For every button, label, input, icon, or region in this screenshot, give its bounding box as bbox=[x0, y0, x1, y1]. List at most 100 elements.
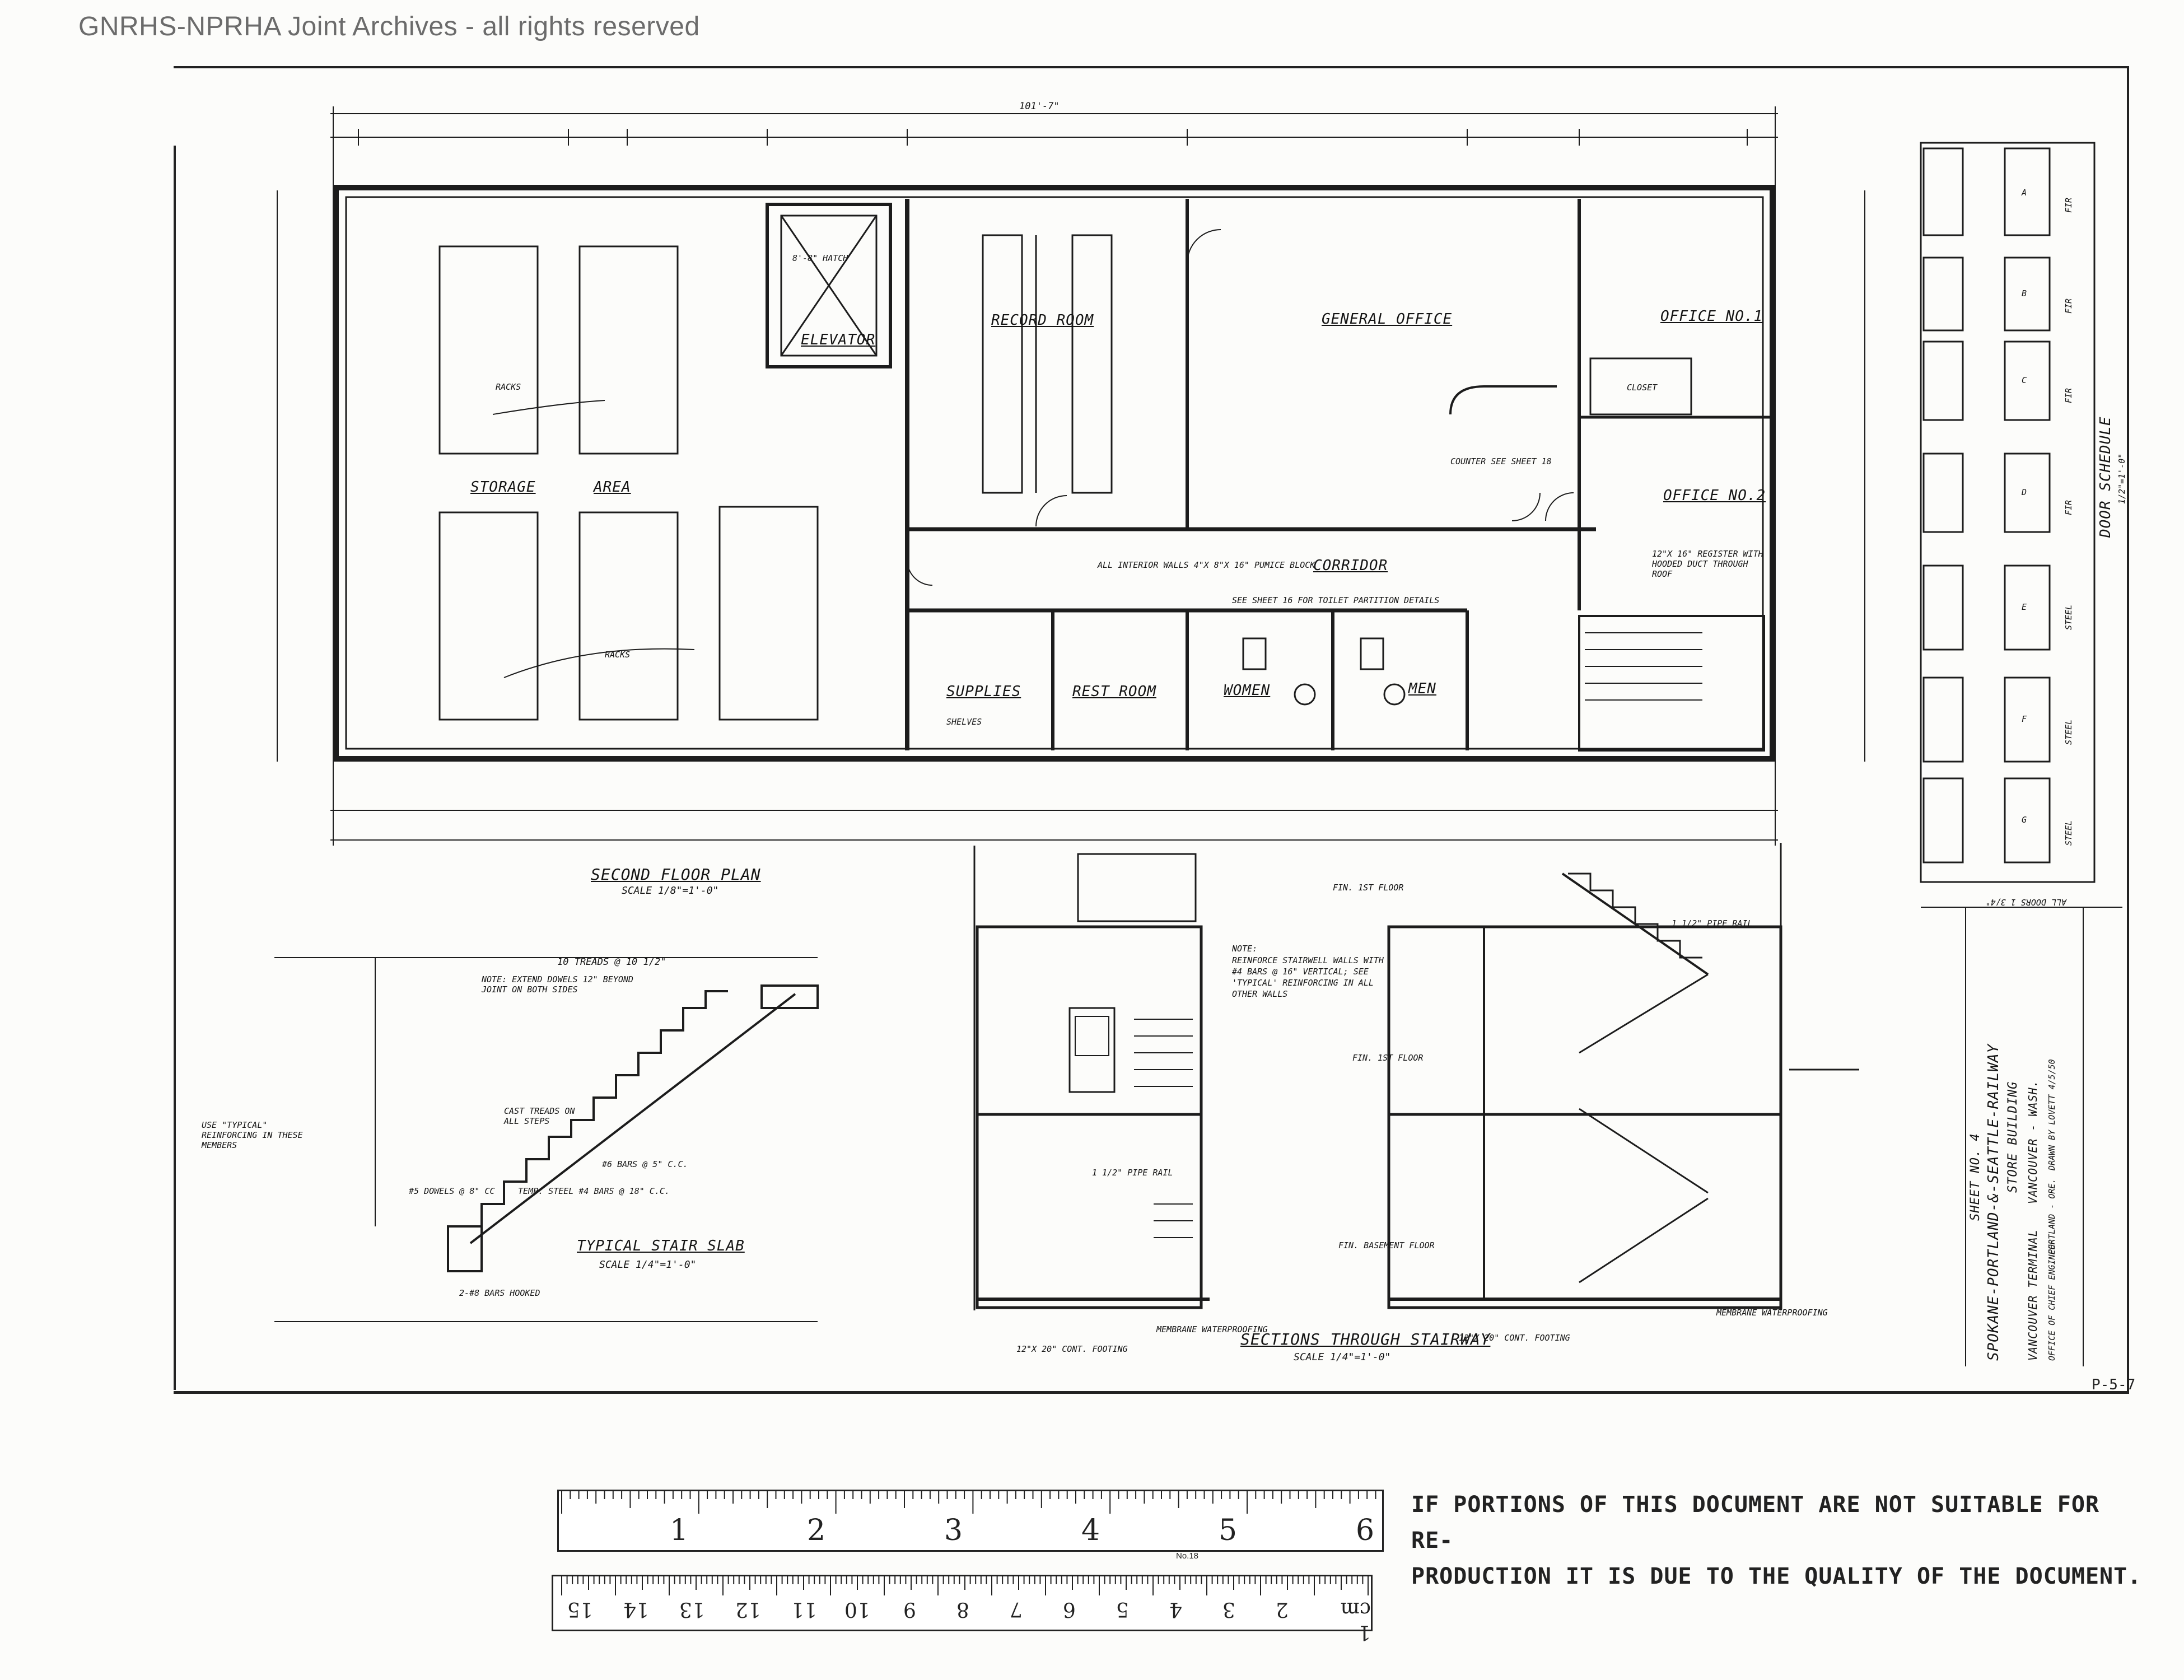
pipe-rail-right: 1 1/2" PIPE RAIL bbox=[1672, 918, 1753, 928]
racks-label-2: RACKS bbox=[605, 650, 631, 660]
stair-slab-scale: SCALE 1/4"=1'-0" bbox=[599, 1259, 697, 1271]
cm-5: 5 bbox=[1116, 1598, 1129, 1621]
sections-scale: SCALE 1/4"=1'-0" bbox=[1294, 1351, 1391, 1363]
fin-basement-floor: FIN. BASEMENT FLOOR bbox=[1338, 1240, 1435, 1250]
door-letter-e: E bbox=[2022, 602, 2027, 612]
elevator-label: ELEVATOR bbox=[801, 332, 876, 348]
building-name: STORE BUILDING bbox=[2006, 1081, 2020, 1193]
general-office-label: GENERAL OFFICE bbox=[1322, 311, 1453, 328]
men-label: MEN bbox=[1408, 680, 1436, 697]
engineer-office: OFFICE OF CHIEF ENGINEER bbox=[2047, 1239, 2057, 1361]
ruler-brand: No.18 bbox=[1176, 1551, 1199, 1561]
dowels-note: #5 DOWELS @ 8" CC bbox=[409, 1186, 495, 1196]
cm-ruler-ticks bbox=[561, 1576, 1369, 1595]
shelves-label: SHELVES bbox=[946, 717, 982, 727]
membrane-left: MEMBRANE WATERPROOFING bbox=[1156, 1324, 1268, 1334]
cm-4: 4 bbox=[1169, 1598, 1182, 1621]
office-1-label: OFFICE NO.1 bbox=[1660, 308, 1763, 325]
archive-watermark: GNRHS-NPRHA Joint Archives - all rights … bbox=[78, 12, 700, 41]
bars-note-1: #6 BARS @ 5" C.C. bbox=[602, 1159, 688, 1169]
stair-slab-note: NOTE: EXTEND DOWELS 12" BEYOND JOINT ON … bbox=[482, 974, 633, 995]
fin-first-floor: FIN. 1ST FLOOR bbox=[1352, 1053, 1424, 1063]
register-note: 12"X 16" REGISTER WITH HOODED DUCT THROU… bbox=[1652, 549, 1763, 579]
bars-note-2: TEMP. STEEL #4 BARS @ 18" C.C. bbox=[518, 1186, 670, 1196]
cm-12: 12 bbox=[735, 1598, 761, 1621]
engineer-city: PORTLAND - ORE. bbox=[2047, 1178, 2057, 1254]
cm-6: 6 bbox=[1063, 1598, 1076, 1621]
footing-left: 12"X 20" CONT. FOOTING bbox=[1016, 1344, 1128, 1354]
reinforcing-note: USE "TYPICAL" REINFORCING IN THESE MEMBE… bbox=[202, 1120, 303, 1150]
inch-3: 3 bbox=[944, 1514, 963, 1547]
door-material-e: STEEL bbox=[2064, 604, 2074, 630]
section-note-head: NOTE: bbox=[1232, 944, 1258, 954]
door-letter-f: F bbox=[2022, 714, 2027, 724]
door-material-f: STEEL bbox=[2064, 719, 2074, 745]
hatch-label: 8'-8" HATCH bbox=[792, 253, 848, 263]
cast-treads-note: CAST TREADS ON ALL STEPS bbox=[504, 1106, 575, 1126]
door-letter-d: D bbox=[2022, 487, 2027, 497]
women-label: WOMEN bbox=[1224, 682, 1271, 699]
section-note-body: REINFORCE STAIRWELL WALLS WITH #4 BARS @… bbox=[1232, 955, 1384, 999]
counter-label: COUNTER SEE SHEET 18 bbox=[1450, 456, 1552, 466]
cm-11: 11 bbox=[791, 1598, 817, 1621]
toilet-partition-note: SEE SHEET 16 FOR TOILET PARTITION DETAIL… bbox=[1232, 595, 1440, 605]
door-material-a: FIR bbox=[2064, 197, 2074, 213]
terminal-location: VANCOUVER - WASH. bbox=[2026, 1080, 2040, 1204]
overall-dimension: 101'-7" bbox=[1019, 101, 1060, 112]
door-schedule-note: ALL DOORS 1 3/4" bbox=[1985, 897, 2067, 907]
drawing-sheet-border bbox=[174, 66, 2129, 1394]
door-schedule-title: DOOR SCHEDULE bbox=[2097, 416, 2114, 538]
membrane-right: MEMBRANE WATERPROOFING bbox=[1716, 1308, 1828, 1318]
sheet-number: P-5-7 bbox=[2092, 1376, 2136, 1393]
supplies-label: SUPPLIES bbox=[946, 683, 1021, 700]
notice-line-1: IF PORTIONS OF THIS DOCUMENT ARE NOT SUI… bbox=[1411, 1492, 2100, 1553]
cm-9: 9 bbox=[903, 1598, 916, 1621]
cm-3: 3 bbox=[1222, 1598, 1235, 1621]
door-material-b: FIR bbox=[2064, 298, 2074, 314]
door-letter-b: B bbox=[2022, 288, 2027, 298]
notice-line-2: PRODUCTION IT IS DUE TO THE QUALITY OF T… bbox=[1411, 1564, 2142, 1589]
plan-scale: SCALE 1/8"=1'-0" bbox=[622, 885, 719, 897]
plan-title: SECOND FLOOR PLAN bbox=[591, 865, 761, 884]
cm-14: 14 bbox=[623, 1598, 649, 1621]
cm-10: 10 bbox=[844, 1598, 870, 1621]
closet-label: CLOSET bbox=[1627, 382, 1658, 393]
sheet-label: SHEET NO. 4 bbox=[1968, 1133, 1982, 1221]
corridor-label: CORRIDOR bbox=[1313, 557, 1388, 574]
door-letter-a: A bbox=[2022, 188, 2027, 198]
inch-2: 2 bbox=[807, 1514, 826, 1547]
drawn-by: DRAWN BY LOVETT 4/5/50 bbox=[2047, 1059, 2057, 1170]
inch-1: 1 bbox=[670, 1514, 689, 1547]
storage-label: STORAGE bbox=[470, 479, 536, 496]
terminal-name: VANCOUVER TERMINAL bbox=[2026, 1229, 2040, 1361]
fin-first-floor-top: FIN. 1ST FLOOR bbox=[1333, 883, 1404, 893]
inch-6: 6 bbox=[1356, 1514, 1375, 1547]
door-material-g: STEEL bbox=[2064, 820, 2074, 846]
cm-2: 2 bbox=[1276, 1598, 1289, 1621]
cm-1: 1 cm bbox=[1340, 1598, 1371, 1644]
treads-dim: 10 TREADS @ 10 1/2" bbox=[557, 956, 666, 968]
cm-8: 8 bbox=[956, 1598, 969, 1621]
cm-13: 13 bbox=[679, 1598, 705, 1621]
storage-area-label: AREA bbox=[594, 479, 631, 496]
cm-15: 15 bbox=[567, 1598, 593, 1621]
door-material-c: FIR bbox=[2064, 388, 2074, 403]
office-2-label: OFFICE NO.2 bbox=[1663, 487, 1766, 504]
racks-label-1: RACKS bbox=[496, 382, 521, 392]
inch-ruler-ticks bbox=[561, 1491, 1376, 1514]
inch-5: 5 bbox=[1219, 1514, 1238, 1547]
pipe-rail-left: 1 1/2" PIPE RAIL bbox=[1092, 1168, 1173, 1178]
door-material-d: FIR bbox=[2064, 500, 2074, 515]
railway-name: SPOKANE-PORTLAND-&-SEATTLE-RAILWAY bbox=[1985, 1043, 2002, 1361]
sections-title: SECTIONS THROUGH STAIRWAY bbox=[1240, 1330, 1491, 1348]
interior-walls-note: ALL INTERIOR WALLS 4"X 8"X 16" PUMICE BL… bbox=[1098, 560, 1315, 570]
sheet-border-left bbox=[174, 146, 176, 1390]
cm-ruler: 1 cm 2 3 4 5 6 7 8 9 10 11 12 13 14 15 bbox=[552, 1575, 1373, 1644]
rest-room-label: REST ROOM bbox=[1072, 683, 1156, 700]
footing-right: 12"X 20" CONT. FOOTING bbox=[1459, 1333, 1570, 1343]
hooked-bars-note: 2-#8 BARS HOOKED bbox=[459, 1288, 540, 1298]
door-schedule-scale: 1/2"=1'-0" bbox=[2117, 453, 2127, 504]
inch-ruler: 1 2 3 4 5 6 bbox=[557, 1490, 1384, 1552]
record-room-label: RECORD ROOM bbox=[991, 312, 1094, 329]
